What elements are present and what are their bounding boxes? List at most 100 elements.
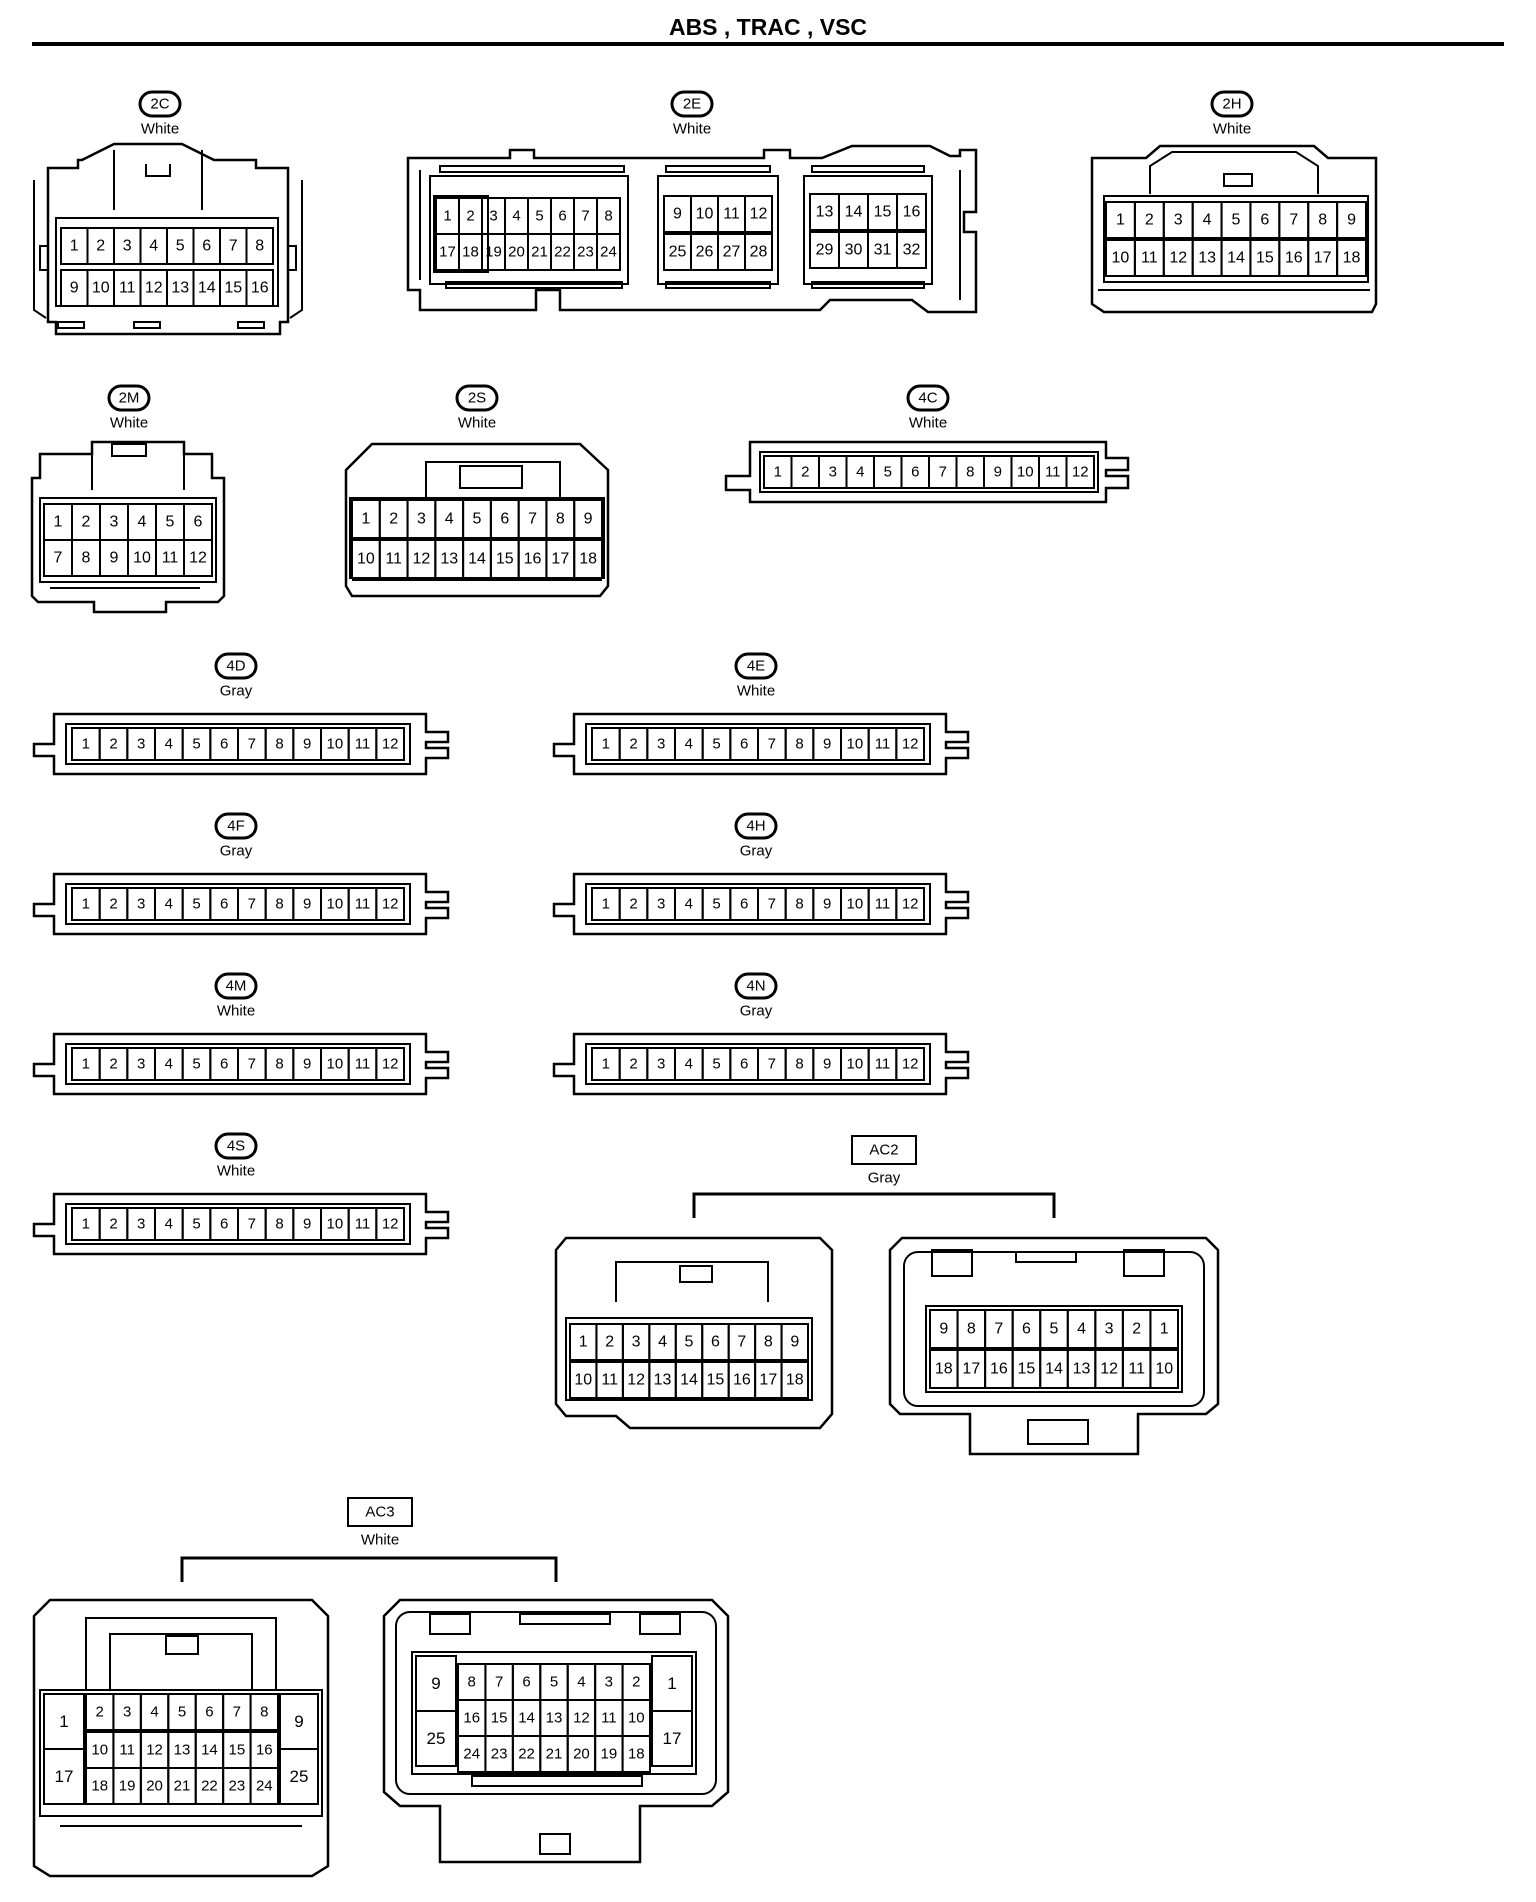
connector-code: 2C xyxy=(150,96,169,113)
pin-number: 12 xyxy=(573,1710,590,1727)
pin-number: 8 xyxy=(275,1056,283,1073)
connector-code: 2E xyxy=(683,96,701,113)
connector-color: Gray xyxy=(740,843,773,860)
pin-number: 12 xyxy=(382,896,399,913)
pin-number: 5 xyxy=(884,464,892,481)
pin-frame xyxy=(759,451,1099,493)
pin-number: 19 xyxy=(119,1778,136,1795)
lock-guide xyxy=(425,461,561,498)
pin-number: 7 xyxy=(768,896,776,913)
lock-guide xyxy=(113,150,203,210)
pin-number: 3 xyxy=(137,1056,145,1073)
pin-number: 4 xyxy=(685,736,693,753)
pin-number: 28 xyxy=(750,244,768,261)
pin-number: 16 xyxy=(733,1372,751,1389)
pin-number: 18 xyxy=(935,1361,953,1378)
pin-number: 8 xyxy=(260,1704,268,1721)
pin-number: 18 xyxy=(628,1746,645,1763)
pin-number: 3 xyxy=(829,464,837,481)
pin-frame xyxy=(585,883,931,925)
pin-number: 8 xyxy=(82,550,91,567)
pin-frame xyxy=(65,1203,411,1245)
pin-number: 2 xyxy=(605,1334,614,1351)
pin-number: 1 xyxy=(774,464,782,481)
housing-edge xyxy=(419,170,961,300)
pin-number: 17 xyxy=(663,1729,682,1748)
pin-number: 11 xyxy=(355,736,371,753)
pin-number: 17 xyxy=(1314,250,1332,267)
pin-number: 4 xyxy=(577,1674,585,1691)
pin-number: 10 xyxy=(326,736,343,753)
pin-number: 8 xyxy=(255,238,264,255)
pin-number: 10 xyxy=(357,551,375,568)
pin-number: 5 xyxy=(550,1674,558,1691)
pin-number: 9 xyxy=(823,1056,831,1073)
pin-number: 11 xyxy=(1141,250,1158,267)
connector-housing xyxy=(554,1236,834,1430)
pin-number: 9 xyxy=(823,736,831,753)
connector-color: White xyxy=(673,121,711,138)
pin-number: 11 xyxy=(119,280,136,297)
pin-frame xyxy=(585,1043,931,1085)
connector-code: 4S xyxy=(227,1138,245,1155)
pin-number: 11 xyxy=(119,1742,135,1759)
pin-number: 31 xyxy=(874,242,892,259)
pin-number: 3 xyxy=(657,896,665,913)
pin-number: 8 xyxy=(764,1334,773,1351)
pin-number: 6 xyxy=(522,1674,530,1691)
connector-housing xyxy=(382,1598,730,1864)
pin-number: 4 xyxy=(165,736,173,753)
pin-number: 4 xyxy=(165,1056,173,1073)
pin-number: 5 xyxy=(192,896,200,913)
pin-number: 2 xyxy=(96,238,105,255)
pin-number: 11 xyxy=(1045,464,1061,481)
pin-cell xyxy=(375,727,406,761)
pin-cell xyxy=(375,1207,406,1241)
pin-number: 9 xyxy=(303,1056,311,1073)
pin-number: 22 xyxy=(518,1746,535,1763)
pin-cell xyxy=(415,1710,457,1767)
pin-number: 5 xyxy=(176,238,185,255)
pin-number: 4 xyxy=(1077,1321,1086,1338)
pin-number: 10 xyxy=(92,280,110,297)
pin-number: 3 xyxy=(137,736,145,753)
pin-number: 5 xyxy=(178,1704,186,1721)
pin-number: 12 xyxy=(189,550,207,567)
pin-number: 14 xyxy=(1045,1361,1063,1378)
pin-number: 3 xyxy=(123,238,132,255)
connector-code-pill xyxy=(138,90,182,118)
connector-housing xyxy=(724,440,1130,504)
pin-frame xyxy=(1103,195,1369,283)
group-bracket xyxy=(180,1556,558,1582)
connector-housing xyxy=(344,442,610,598)
pin-number: 9 xyxy=(823,896,831,913)
pin-number: 14 xyxy=(201,1742,218,1759)
pin-number: 5 xyxy=(473,511,482,528)
pin-number: 18 xyxy=(579,551,597,568)
connector-housing xyxy=(552,1032,970,1096)
pin-number: 9 xyxy=(584,511,593,528)
connector-code-pill xyxy=(455,384,499,412)
pin-number: 10 xyxy=(574,1372,592,1389)
pin-number: 6 xyxy=(194,514,203,531)
pin-number: 3 xyxy=(632,1334,641,1351)
pin-number: 3 xyxy=(137,1216,145,1233)
pin-cell xyxy=(375,1047,406,1081)
pin-number: 12 xyxy=(902,736,919,753)
pin-number: 11 xyxy=(723,206,740,223)
connector-housing xyxy=(32,1192,450,1256)
pin-number: 11 xyxy=(1128,1361,1145,1378)
pin-number: 5 xyxy=(166,514,175,531)
pin-number: 24 xyxy=(600,244,617,261)
pin-number: 23 xyxy=(491,1746,508,1763)
pin-number: 4 xyxy=(445,511,454,528)
pin-number: 10 xyxy=(91,1742,108,1759)
pin-number: 15 xyxy=(224,280,242,297)
connector-color: Gray xyxy=(740,1003,773,1020)
pin-number: 1 xyxy=(82,736,90,753)
